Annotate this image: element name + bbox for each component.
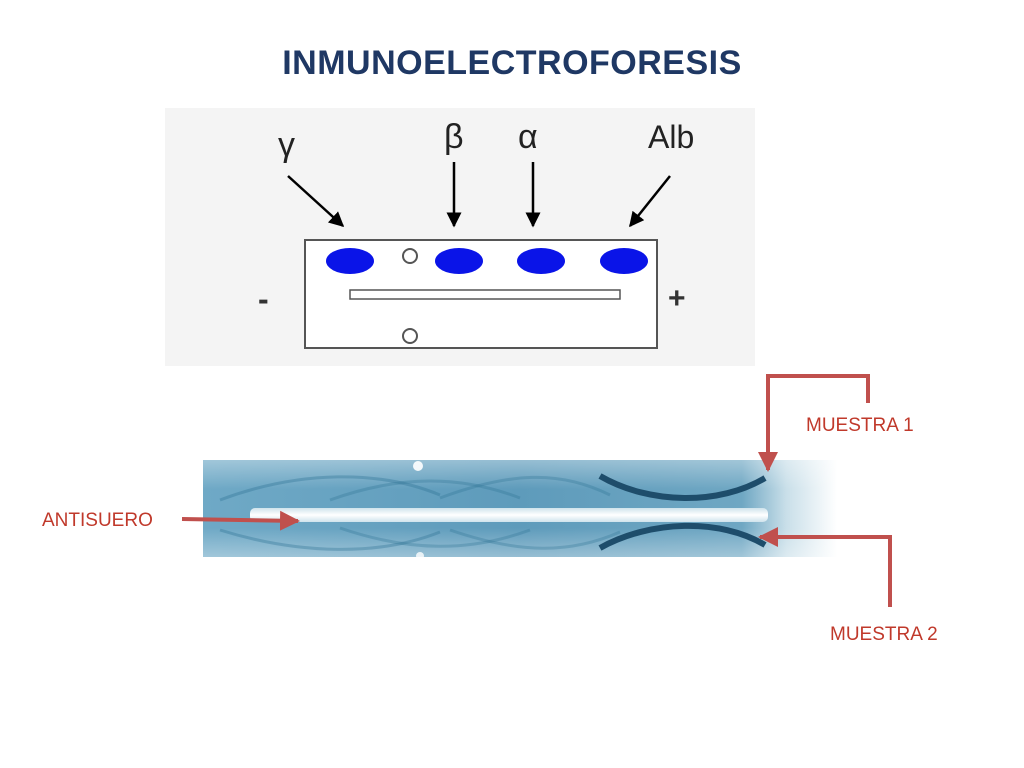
precipitin-arc: [219, 528, 441, 551]
gel-trough: [250, 508, 768, 522]
precipitin-arc: [449, 528, 621, 550]
well-beta: [435, 248, 483, 274]
gel-well: [413, 461, 423, 471]
sample-well-bottom: [402, 328, 418, 344]
sample-well-top: [402, 248, 418, 264]
well-gamma: [326, 248, 374, 274]
gel-well: [416, 552, 424, 560]
precipitin-arc: [439, 475, 611, 500]
label-beta: β: [444, 118, 464, 156]
well-albumin: [600, 248, 648, 274]
albumin-arc-top: [598, 473, 767, 501]
arrow-muestra-2: [758, 527, 892, 607]
label-gamma: γ: [278, 126, 295, 164]
precipitin-arc: [329, 479, 521, 502]
arrow-gamma: [287, 175, 345, 228]
albumin-arc-bottom: [598, 522, 767, 551]
precipitin-arc: [219, 475, 441, 502]
well-alpha: [517, 248, 565, 274]
arrow-muestra-1: [758, 374, 870, 472]
label-antisuero: ANTISUERO: [42, 510, 153, 531]
precipitin-arc: [339, 526, 531, 548]
label-albumin: Alb: [648, 119, 694, 155]
label-muestra-1: MUESTRA 1: [806, 415, 914, 436]
slide-title: INMUNOELECTROFORESIS: [282, 44, 742, 82]
arrow-albumin: [629, 175, 671, 228]
antiserum-trough: [349, 289, 621, 300]
arrow-antisuero: [181, 510, 300, 531]
pole-negative: -: [258, 281, 269, 317]
label-alpha: α: [518, 118, 538, 156]
label-muestra-2: MUESTRA 2: [830, 624, 938, 645]
callout-arrows: [181, 374, 892, 607]
gel-photograph: [203, 460, 837, 560]
electrophoresis-schematic: γ β α Alb - +: [165, 108, 755, 366]
pole-positive: +: [668, 282, 686, 315]
